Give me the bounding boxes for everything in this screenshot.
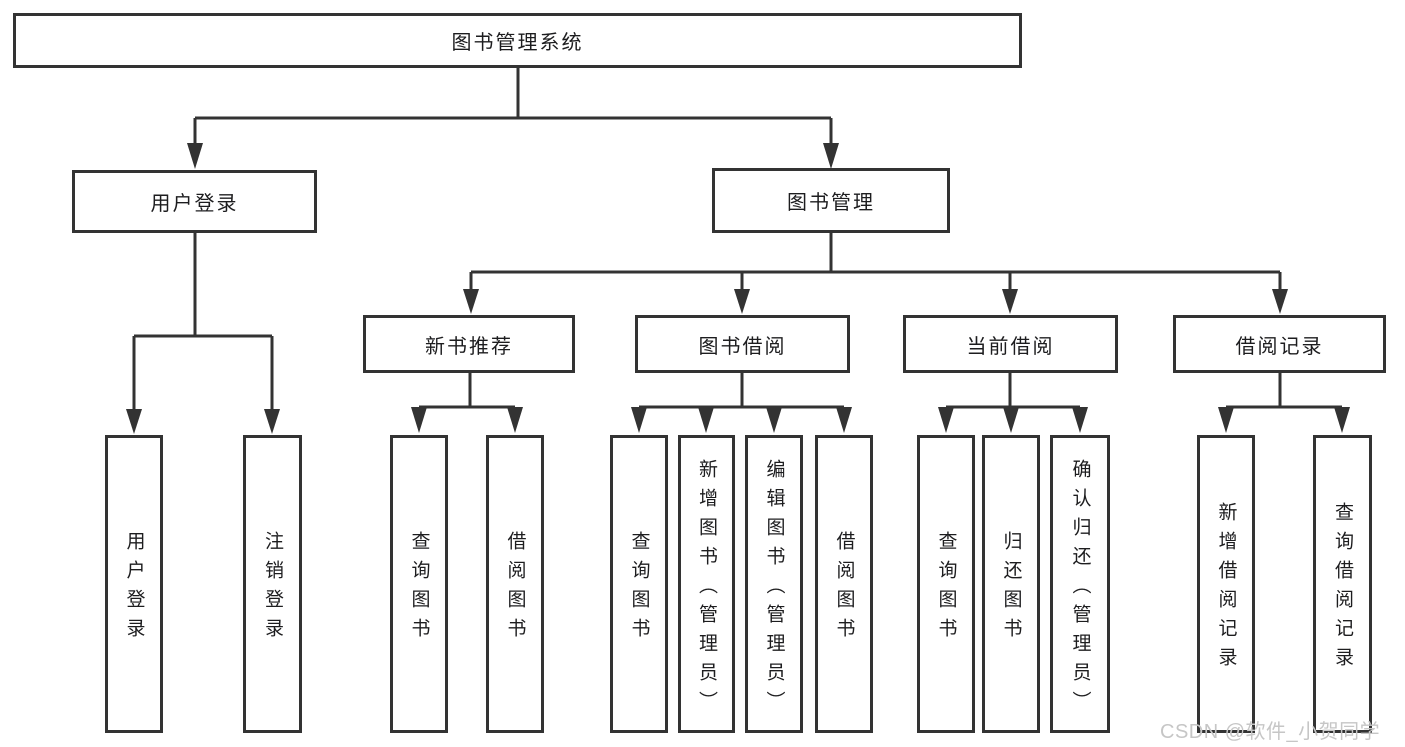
node-label: 用户登录 xyxy=(150,193,239,215)
leaf-query-borrow-record: 查询借阅记录 xyxy=(1313,435,1372,733)
node-book-management: 图书管理 xyxy=(712,168,950,233)
node-label: 查询借阅记录 xyxy=(1332,502,1353,676)
node-new-book-recommend: 新书推荐 xyxy=(363,315,575,373)
leaf-edit-book-admin: 编辑图书（管理员） xyxy=(745,435,803,733)
leaf-query-books-current: 查询图书 xyxy=(917,435,975,733)
node-label: 当前借阅 xyxy=(966,335,1055,358)
node-label: 确认归还（管理员） xyxy=(1069,458,1091,720)
node-label: 图书借阅 xyxy=(698,335,787,358)
leaf-borrow-books-recommend: 借阅图书 xyxy=(486,435,544,733)
node-label: 借阅图书 xyxy=(504,531,526,647)
csdn-watermark: CSDN @软件_小贺同学 xyxy=(1160,721,1381,743)
node-label: 新书推荐 xyxy=(425,335,513,358)
leaf-add-borrow-record: 新增借阅记录 xyxy=(1197,435,1255,733)
node-label: 编辑图书（管理员） xyxy=(763,458,785,720)
node-current-borrow: 当前借阅 xyxy=(903,315,1118,373)
node-label: 借阅记录 xyxy=(1235,335,1324,358)
leaf-add-book-admin: 新增图书（管理员） xyxy=(678,435,735,733)
leaf-logout: 注销登录 xyxy=(243,435,302,733)
node-label: 用户登录 xyxy=(123,531,145,647)
node-label: 注销登录 xyxy=(262,531,283,647)
leaf-query-books-recommend: 查询图书 xyxy=(390,435,448,733)
node-root-library-system: 图书管理系统 xyxy=(13,13,1022,68)
leaf-confirm-return-admin: 确认归还（管理员） xyxy=(1050,435,1110,733)
node-label: 图书管理系统 xyxy=(451,32,584,54)
node-label: 查询图书 xyxy=(628,531,650,647)
node-borrow-records: 借阅记录 xyxy=(1173,315,1386,373)
node-label: 新增借阅记录 xyxy=(1215,502,1237,676)
leaf-query-books-borrow: 查询图书 xyxy=(610,435,668,733)
leaf-user-login: 用户登录 xyxy=(105,435,163,733)
leaf-borrow-books: 借阅图书 xyxy=(815,435,873,733)
node-user-login: 用户登录 xyxy=(72,170,317,233)
node-label: 查询图书 xyxy=(408,531,430,647)
node-book-borrow: 图书借阅 xyxy=(635,315,850,373)
node-label: 新增图书（管理员） xyxy=(696,458,717,720)
leaf-return-book: 归还图书 xyxy=(982,435,1040,733)
node-label: 图书管理 xyxy=(787,192,875,214)
node-label: 借阅图书 xyxy=(833,531,855,647)
node-label: 查询图书 xyxy=(935,531,957,647)
node-label: 归还图书 xyxy=(1000,531,1022,647)
